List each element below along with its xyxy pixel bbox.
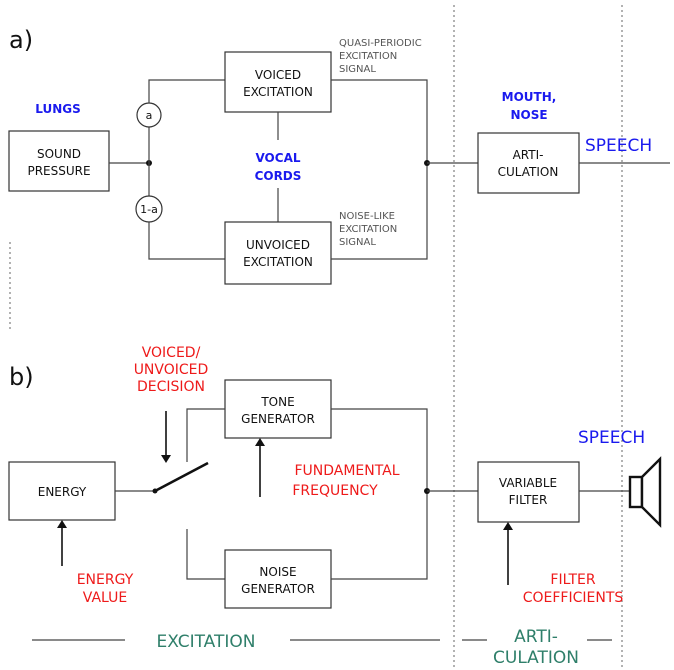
connector-switch-1a-to-unvoiced: [148, 222, 225, 260]
voiced-unvoiced-switch-blade: [154, 461, 209, 493]
energy-value-label-line2: VALUE: [83, 590, 127, 606]
filter-coefficients-label-line1: FILTER: [550, 572, 595, 588]
footer-articulation-line1: ARTI-: [514, 627, 558, 647]
voiced-excitation-label-line2: EXCITATION: [243, 85, 313, 99]
vocal-cords-label-line1: VOCAL: [255, 151, 300, 165]
footer-excitation-label: EXCITATION: [157, 632, 256, 652]
energy-value-label-line1: ENERGY: [77, 572, 134, 588]
decision-label-line2: UNVOICED: [134, 362, 209, 378]
part-b-label: b): [9, 363, 34, 391]
connector-switch-a-to-voiced: [148, 79, 225, 103]
articulation-box: [477, 132, 580, 194]
noise-like-line2: EXCITATION: [339, 224, 397, 235]
articulation-label-line2: CULATION: [498, 165, 559, 179]
connector-switch-to-noise: [186, 529, 225, 580]
connector-switch-to-tone: [186, 408, 225, 462]
variable-filter-label-line2: FILTER: [509, 493, 548, 507]
tone-generator-label-line2: GENERATOR: [241, 412, 315, 426]
decision-label-line3: DECISION: [137, 379, 205, 395]
noise-like-line1: NOISE-LIKE: [339, 211, 395, 222]
sound-pressure-label-line2: PRESSURE: [27, 164, 90, 178]
part-a-label: a): [9, 26, 33, 54]
voiced-excitation-label-line1: VOICED: [255, 68, 301, 82]
decision-label-line1: VOICED/: [142, 345, 201, 361]
fundamental-label-line2: FREQUENCY: [292, 483, 378, 499]
noise-generator-label-line1: NOISE: [259, 565, 296, 579]
tone-generator-box: [224, 379, 332, 439]
sound-pressure-label-line1: SOUND: [37, 147, 81, 161]
connector-unvoiced-to-junction: [331, 163, 428, 260]
fundamental-label-line1: FUNDAMENTAL: [294, 463, 399, 479]
lungs-label: LUNGS: [35, 102, 81, 116]
filter-coefficients-label-line2: COEFFICIENTS: [523, 590, 624, 606]
noise-like-line3: SIGNAL: [339, 237, 376, 248]
connector-noise-to-junction: [331, 491, 428, 580]
sound-pressure-box: [8, 130, 110, 192]
connector-tone-to-junction: [331, 408, 428, 491]
variable-filter-box: [477, 461, 580, 523]
speaker-icon: [628, 456, 662, 528]
quasi-periodic-line2: EXCITATION: [339, 51, 397, 62]
variable-filter-label-line1: VARIABLE: [499, 476, 557, 490]
noise-generator-label-line2: GENERATOR: [241, 582, 315, 596]
vocal-cords-label-line2: CORDS: [255, 169, 302, 183]
mouth-nose-label-line2: NOSE: [510, 108, 547, 122]
unvoiced-excitation-label-line1: UNVOICED: [246, 238, 310, 252]
quasi-periodic-line1: QUASI-PERIODIC: [339, 38, 422, 49]
mouth-nose-label-line1: MOUTH,: [502, 90, 557, 104]
energy-label: ENERGY: [38, 485, 87, 499]
articulation-label-line1: ARTI-: [513, 148, 544, 162]
switch-1a-label: 1-a: [140, 203, 158, 216]
speech-output-label-b: SPEECH: [578, 428, 645, 448]
footer-articulation-line2: CULATION: [493, 648, 579, 668]
noise-generator-box: [224, 549, 332, 609]
unvoiced-excitation-box: [224, 221, 332, 285]
switch-a-label: a: [146, 109, 153, 122]
speech-output-label-a: SPEECH: [585, 136, 652, 156]
voiced-excitation-box: [224, 51, 332, 113]
quasi-periodic-line3: SIGNAL: [339, 64, 376, 75]
unvoiced-excitation-label-line2: EXCITATION: [243, 255, 313, 269]
connector-voiced-to-junction: [331, 79, 428, 163]
energy-box: [8, 461, 116, 521]
tone-generator-label-line1: TONE: [260, 395, 294, 409]
